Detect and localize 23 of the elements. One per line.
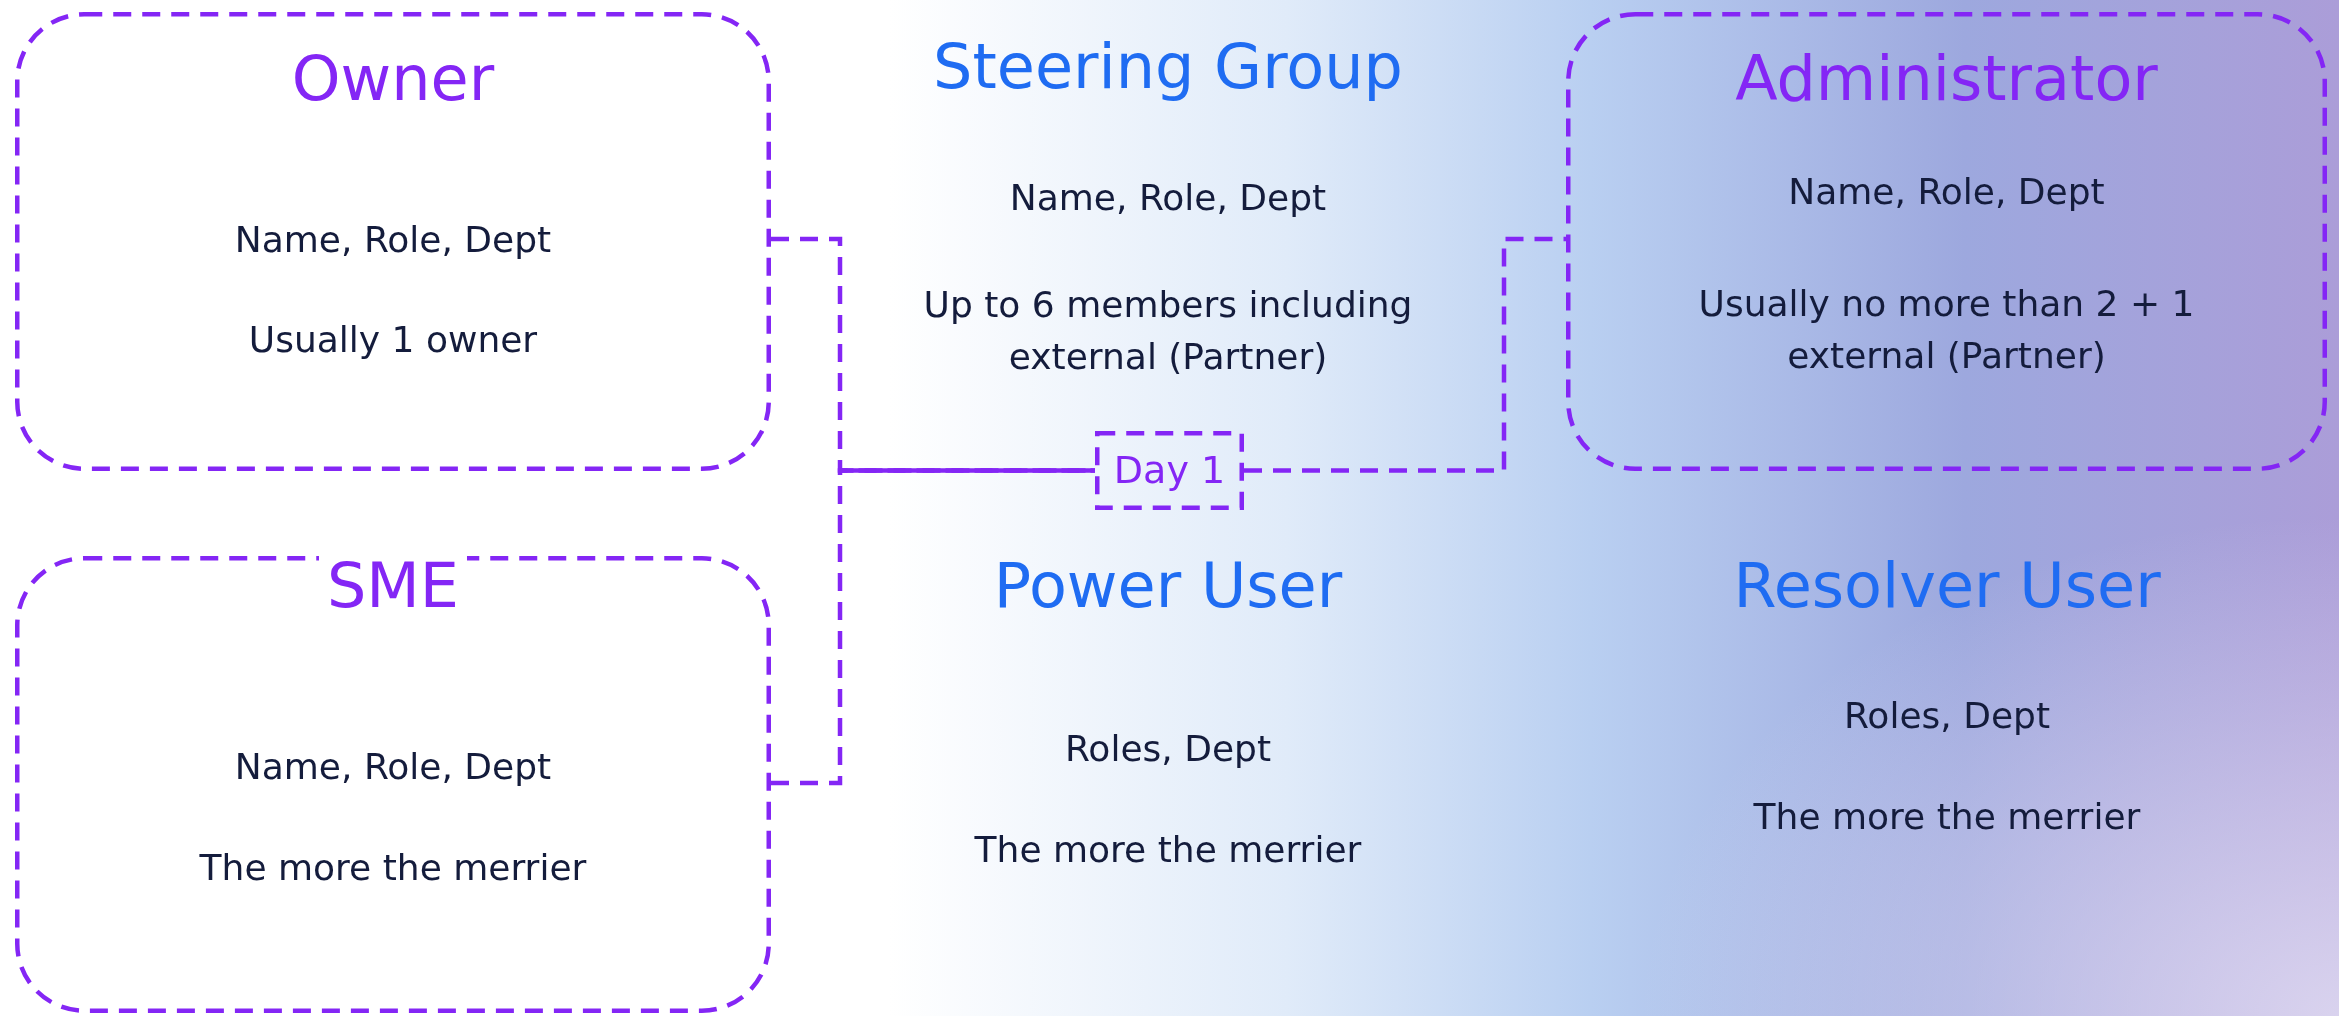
card-title: Owner <box>290 42 496 117</box>
role-heading: Steering Group <box>932 30 1404 105</box>
card-text: The more the merrier <box>198 846 588 890</box>
card-text: Name, Role, Dept <box>1787 170 2106 214</box>
card-title: Administrator <box>1734 42 2159 117</box>
card-text: Usually 1 owner <box>247 318 539 362</box>
role-text: Roles, Dept <box>1063 727 1273 771</box>
milestone-label: Day 1 <box>1112 448 1227 494</box>
role-text: The more the merrier <box>973 828 1363 872</box>
role-card <box>15 12 771 471</box>
role-heading: Power User <box>992 549 1344 624</box>
card-text: Name, Role, Dept <box>233 745 553 789</box>
role-text: Roles, Dept <box>1842 694 2052 738</box>
connector-line <box>1244 236 1566 473</box>
role-text: Up to 6 members including external (Partner) <box>922 283 1414 380</box>
role-text: Name, Role, Dept <box>1008 176 1328 220</box>
role-heading: Resolver User <box>1732 549 2162 624</box>
milestone-tag <box>1095 431 1244 510</box>
connector-trunk <box>840 468 1095 473</box>
role-text: The more the merrier <box>1752 795 2142 839</box>
role-card <box>1566 12 2327 471</box>
card-text: Name, Role, Dept <box>233 218 553 262</box>
card-text: Usually no more than 2 + 1 external (Partner) <box>1697 282 2196 379</box>
